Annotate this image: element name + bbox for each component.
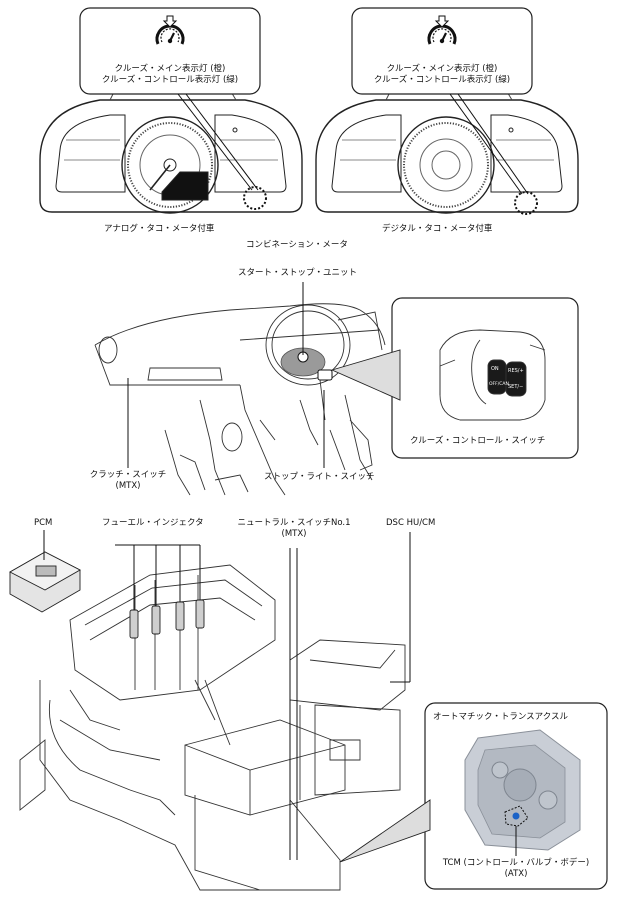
pcm-module [9, 551, 81, 613]
neutral-switch-label: ニュートラル・スイッチNo.1 (MTX) [237, 518, 351, 539]
analog-meter [39, 89, 303, 214]
clutch-switch-label: クラッチ・スイッチ (MTX) [89, 470, 167, 491]
cruise-switch-location [317, 369, 333, 381]
dashboard-drawing [94, 303, 386, 496]
engine-drawing [19, 564, 406, 891]
switch-button-set: SET/− [508, 384, 524, 390]
digital-indicator-label: クルーズ・メイン表示灯 (橙) クルーズ・コントロール表示灯 (緑) [373, 64, 511, 85]
analog-indicator-highlight [243, 186, 267, 210]
digital-meter-label: デジタル・タコ・メータ付車 [382, 224, 493, 234]
analog-indicator-callout [79, 7, 261, 95]
analog-meter-label: アナログ・タコ・メータ付車 [104, 224, 215, 234]
switch-button-off-can: OFF/CAN [489, 382, 509, 387]
automatic-transaxle-label: オートマチック・トランスアクスル [433, 712, 568, 722]
switch-button-res: RES/+ [508, 368, 524, 374]
tcm-label: TCM (コントロール・バルブ・ボデー) (ATX) [442, 858, 590, 879]
automatic-transaxle-photo [464, 729, 581, 851]
cruise-control-switch-label: クルーズ・コントロール・スイッチ [410, 436, 546, 446]
switch-button-on: ON [491, 366, 499, 372]
stop-light-switch-label: ストップ・ライト・スイッチ [264, 472, 375, 482]
digital-indicator-highlight [514, 191, 538, 215]
pcm-label: PCM [34, 518, 53, 528]
dsc-label: DSC HU/CM [386, 518, 436, 528]
tcm-location-dot [512, 812, 520, 820]
digital-meter [315, 89, 579, 214]
fuel-injector-label: フューエル・インジェクタ [102, 518, 204, 528]
fuel-injectors [129, 599, 205, 639]
cruise-control-switch-detail [439, 329, 546, 421]
digital-indicator-callout [351, 7, 533, 95]
combination-meter-title: コンビネーション・メータ [246, 240, 348, 250]
tcm-highlight [504, 805, 529, 827]
start-stop-unit-label: スタート・ストップ・ユニット [238, 268, 358, 278]
analog-indicator-label: クルーズ・メイン表示灯 (橙) クルーズ・コントロール表示灯 (緑) [101, 64, 239, 85]
